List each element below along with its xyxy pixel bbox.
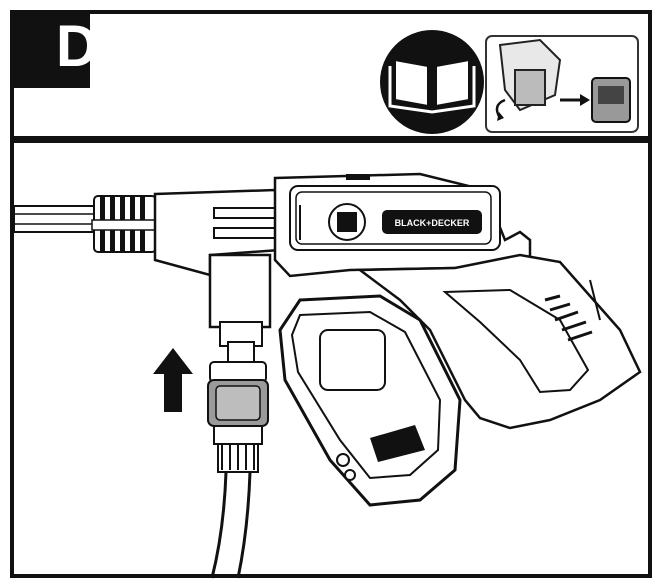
step-badge (14, 14, 90, 88)
garden-hose (210, 471, 252, 579)
arrow-up-icon (153, 348, 193, 412)
battery-removal-thumbnail (485, 35, 639, 133)
hose-quick-connector (207, 361, 269, 473)
page-border (10, 10, 652, 578)
lance-pipe (13, 205, 105, 233)
brand-text: BLACK+DECKER (395, 218, 470, 228)
open-book-icon (380, 30, 484, 134)
header-divider (10, 136, 652, 143)
battery-pack (278, 294, 462, 507)
nozzle-coupling (91, 195, 161, 253)
washer-gun-body: BLACK+DECKER (153, 172, 642, 430)
step-letter: D (56, 14, 98, 79)
